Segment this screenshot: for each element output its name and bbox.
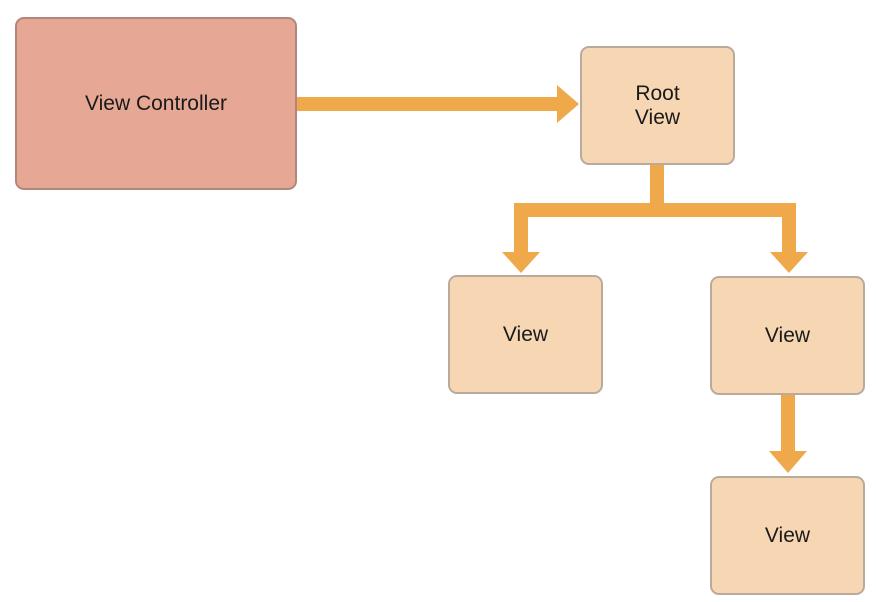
right-to-bottom-view-arrowhead bbox=[769, 451, 807, 473]
branch-to-right-view-arrowhead bbox=[770, 252, 808, 273]
root-view-box: Root View bbox=[580, 46, 735, 165]
branch-horizontal-connector bbox=[514, 203, 796, 217]
grandchild-view-label: View bbox=[764, 523, 811, 547]
child-view-left-box: View bbox=[448, 275, 603, 394]
root-view-label: Root View bbox=[634, 81, 681, 129]
root-trunk-connector bbox=[650, 164, 664, 210]
child-view-right-box: View bbox=[710, 276, 865, 395]
controller-to-root-arrow-shaft bbox=[297, 97, 557, 111]
view-controller-label: View Controller bbox=[84, 91, 227, 115]
branch-to-left-view-shaft bbox=[514, 203, 528, 253]
grandchild-view-box: View bbox=[710, 476, 865, 595]
view-controller-box: View Controller bbox=[15, 17, 297, 190]
child-view-right-label: View bbox=[764, 323, 811, 347]
branch-to-left-view-arrowhead bbox=[502, 252, 540, 273]
right-to-bottom-view-shaft bbox=[781, 394, 795, 452]
child-view-left-label: View bbox=[502, 322, 549, 346]
branch-to-right-view-shaft bbox=[782, 203, 796, 253]
controller-to-root-arrowhead bbox=[557, 85, 579, 123]
